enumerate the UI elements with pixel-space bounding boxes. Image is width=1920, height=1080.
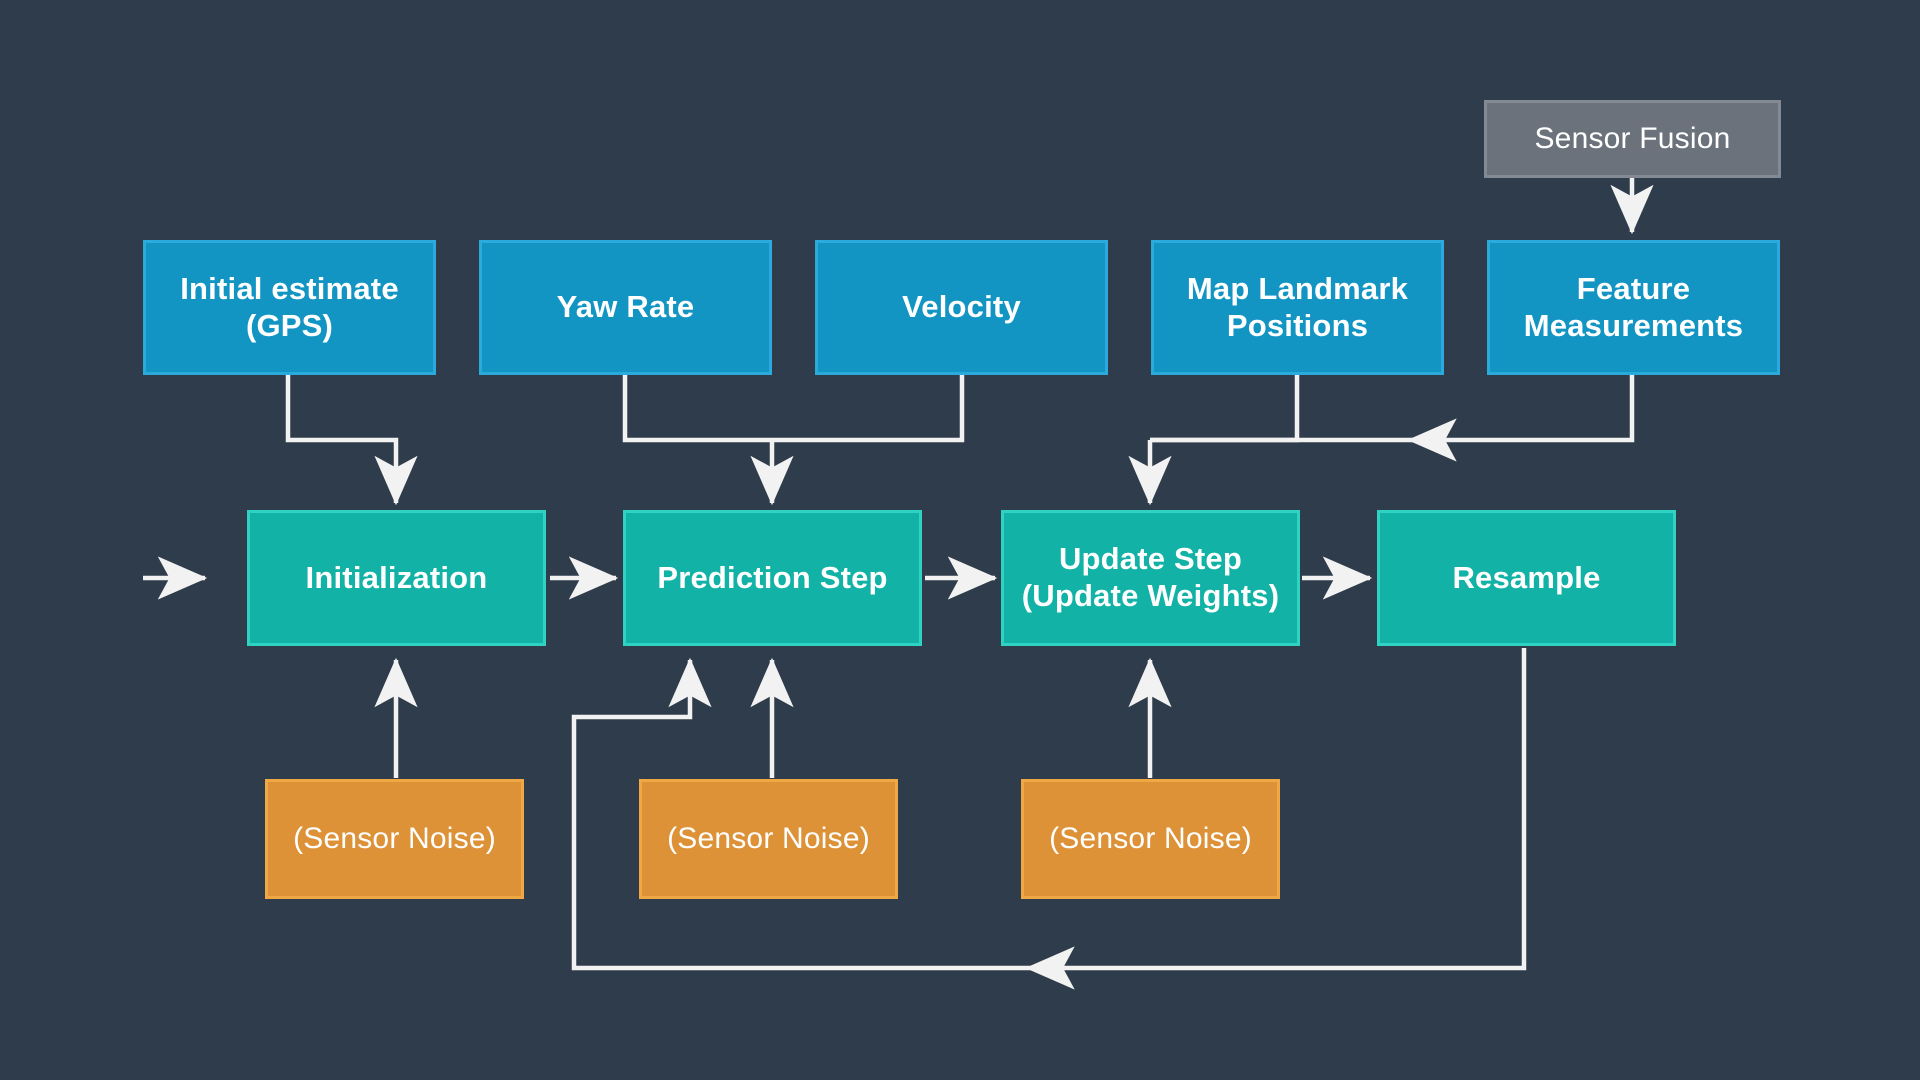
- node-sensor-noise-update[interactable]: (Sensor Noise): [1021, 779, 1280, 899]
- node-resample[interactable]: Resample: [1377, 510, 1676, 646]
- edge-initial-estimate-to-initialization: [285, 375, 418, 506]
- node-initialization[interactable]: Initialization: [247, 510, 546, 646]
- node-yaw-rate[interactable]: Yaw Rate: [479, 240, 772, 375]
- node-sensor-noise-initialization[interactable]: (Sensor Noise): [265, 779, 524, 899]
- node-velocity[interactable]: Velocity: [815, 240, 1108, 375]
- node-prediction-step[interactable]: Prediction Step: [623, 510, 922, 646]
- node-initial-estimate[interactable]: Initial estimate (GPS): [143, 240, 436, 375]
- edge-velocity-to-prediction-step: [772, 375, 965, 443]
- node-sensor-noise-prediction[interactable]: (Sensor Noise): [639, 779, 898, 899]
- node-update-step[interactable]: Update Step (Update Weights): [1001, 510, 1300, 646]
- node-map-landmark-positions[interactable]: Map Landmark Positions: [1151, 240, 1444, 375]
- node-feature-measurements[interactable]: Feature Measurements: [1487, 240, 1780, 375]
- node-sensor-fusion[interactable]: Sensor Fusion: [1484, 100, 1781, 178]
- edge-map-landmark-to-update-step: [1150, 375, 1300, 443]
- edge-feature-measurements-to-update-step: [1407, 375, 1635, 462]
- edge-yaw-rate-to-prediction-step: [622, 375, 772, 443]
